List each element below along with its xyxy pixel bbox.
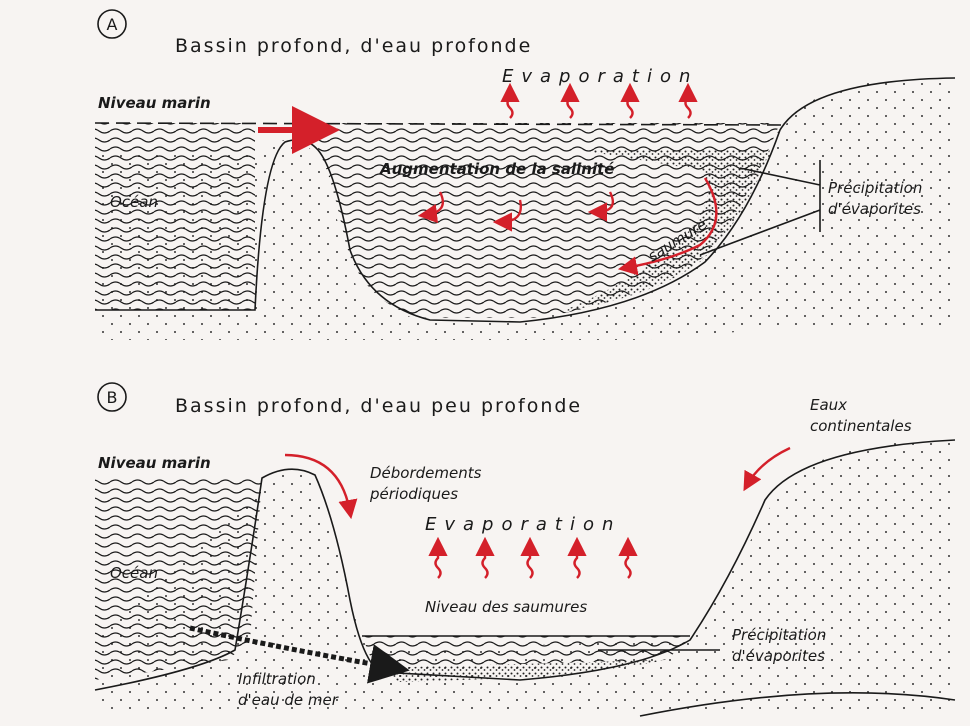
evaporation-squiggle (508, 90, 513, 118)
panel-b-overflow-label-2: périodiques (369, 485, 458, 503)
panel-b-infiltration-label-2: d'eau de mer (238, 691, 339, 709)
panel-b-continental-label-2: continentales (810, 417, 912, 435)
panel-b-evaporation-squiggles (436, 544, 631, 578)
panel-a-salinity-label: Augmentation de la salinité (379, 160, 614, 178)
panel-b-infiltration-label-1: Infiltration (238, 670, 316, 688)
panel-b-precipitation-label-2: d'évaporites (732, 647, 825, 665)
panel-a-evaporation-label: Evaporation (502, 66, 698, 87)
panel-a-letter: A (107, 15, 118, 34)
evaporation-squiggle (528, 544, 533, 578)
panel-a-sea-level-label: Niveau marin (98, 94, 211, 112)
panel-b-precipitation-label-1: Précipitation (732, 626, 826, 644)
panel-b-overflow-label-1: Débordements (370, 464, 482, 482)
panel-b-sea-level-label: Niveau marin (98, 454, 211, 472)
evaporation-squiggle (436, 544, 441, 578)
panel-a-ocean-water (95, 123, 255, 310)
panel-a-title: Bassin profond, d'eau profonde (175, 35, 532, 57)
evaporation-squiggle (626, 544, 631, 578)
panel-b-evaporation-label: Evaporation (425, 514, 621, 535)
evaporation-squiggle (568, 90, 573, 118)
panel-b-ocean-label: Océan (110, 564, 158, 582)
panel-a-evaporation-squiggles (508, 90, 691, 118)
evaporation-squiggle (686, 90, 691, 118)
panel-a: A Bassin profond, d'eau profonde Niveau … (95, 10, 955, 340)
panel-b-brine-level-label: Niveau des saumures (425, 598, 587, 616)
panel-b-continental-label-1: Eaux (810, 396, 847, 414)
evaporation-squiggle (483, 544, 488, 578)
panel-a-precipitation-label-2: d'évaporites (828, 200, 921, 218)
evaporation-squiggle (575, 544, 580, 578)
panel-b: B Bassin profond, d'eau peu profonde Niv… (95, 383, 955, 716)
panel-b-title: Bassin profond, d'eau peu profonde (175, 395, 582, 417)
panel-a-ocean-label: Océan (110, 193, 158, 211)
panel-a-precipitation-label-1: Précipitation (828, 179, 922, 197)
evaporation-squiggle (628, 90, 633, 118)
panel-b-letter: B (107, 388, 118, 407)
panel-b-continental-arrow (747, 448, 790, 485)
